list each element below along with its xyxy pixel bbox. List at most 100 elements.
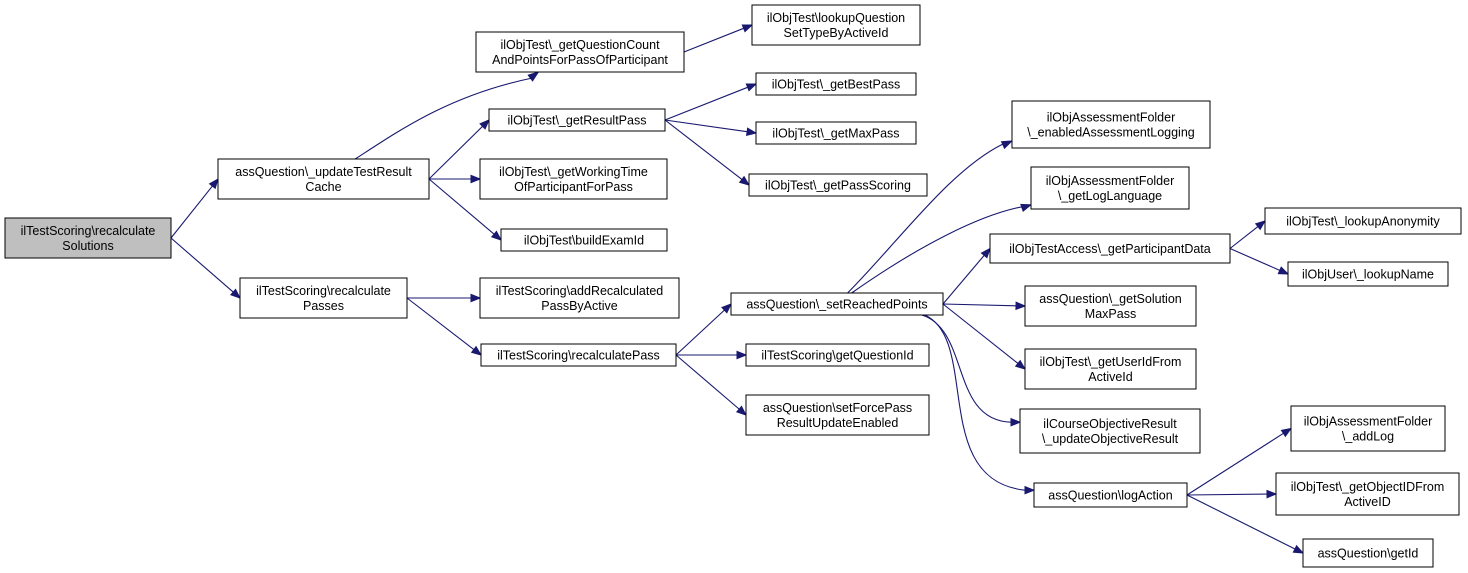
arrowhead-icon [1020,203,1033,213]
node-box [1264,207,1462,235]
node-pass-scoring[interactable]: ilObjTest\_getPassScoring [748,173,928,197]
node-label: assQuestion\_updateTestResult [235,165,412,179]
node-box [1011,100,1211,149]
edge-log-action-to-add-log [1186,432,1284,496]
node-box [239,277,408,319]
node-get-qid[interactable]: ilTestScoring\getQuestionId [745,343,930,367]
edges-layer [170,24,1305,554]
node-anon[interactable]: ilObjTest\_lookupAnonymity [1264,207,1462,235]
edge-reached-to-part-data [942,255,985,305]
node-working-time[interactable]: ilObjTest\_getWorkingTimeOfParticipantFo… [479,158,668,200]
node-max-pass[interactable]: ilObjTest\_getMaxPass [755,121,917,145]
edge-recalc-pass-to-force-pass [675,354,740,410]
node-label: ilObjTest\_getMaxPass [772,127,899,141]
node-label: ilObjAssessmentFolder [1047,111,1176,125]
arrowhead-icon [1277,266,1290,275]
node-exam-id[interactable]: ilObjTest\buildExamId [500,228,668,252]
edge-reached-to-enabled-log [847,143,1004,294]
node-label: ilObjAssessmentFolder [1304,415,1433,429]
edge-reached-to-course-obj [921,314,1012,423]
node-label: ilObjTest\_getResultPass [508,114,647,128]
node-box [1030,166,1190,210]
node-part-data[interactable]: ilObjTestAccess\_getParticipantData [989,233,1231,264]
node-box [4,217,172,259]
edge-recalc-pass-to-reached [675,309,725,356]
node-label: ActiveId [1088,370,1133,384]
arrowhead-icon [738,175,751,186]
arrowhead-icon [1254,220,1267,231]
edge-update-cache-to-result-pass [428,125,483,180]
node-course-obj[interactable]: ilCourseObjectiveResult\_updateObjective… [1019,408,1201,454]
node-label: Cache [305,180,341,194]
node-box [748,173,928,197]
arrowhead-icon [470,174,482,184]
node-box [1033,482,1188,508]
node-box [755,72,917,96]
node-label: ilObjTest\_getUserIdFrom [1040,355,1182,369]
node-label: ilObjTest\_lookupAnonymity [1286,215,1440,229]
node-label: ilTestScoring\recalculate [256,284,391,298]
node-reached[interactable]: assQuestion\_setReachedPoints [730,292,944,316]
node-enabled-log[interactable]: ilObjAssessmentFolder\_enabledAssessment… [1011,100,1211,149]
node-box [479,277,680,319]
node-add-recalc[interactable]: ilTestScoring\addRecalculatedPassByActiv… [479,277,680,319]
node-label: \_getLogLanguage [1058,189,1162,203]
arrowhead-icon [745,83,758,92]
node-box [217,158,430,200]
node-box [1024,348,1197,390]
node-label: assQuestion\_getSolution [1039,292,1182,306]
node-label: ilObjTest\lookupQuestion [767,11,905,25]
node-label: SetTypeByActiveId [784,26,889,40]
edge-part-data-to-lookup-name [1229,247,1280,271]
node-q-count[interactable]: ilObjTest\_getQuestionCountAndPointsForP… [475,31,685,73]
arrowhead-icon [470,345,483,356]
node-label: \_enabledAssessmentLogging [1027,126,1195,140]
edge-result-pass-to-best-pass [664,86,748,121]
arrowhead-icon [208,177,219,190]
node-label: ResultUpdateEnabled [777,416,899,430]
node-box [488,108,666,132]
node-label: ilObjTest\_getPassScoring [765,179,911,193]
node-box [1024,285,1197,327]
edge-reached-to-log-lang [851,206,1023,294]
node-lookup-name[interactable]: ilObjUser\_lookupName [1287,261,1449,287]
node-log-action[interactable]: assQuestion\logAction [1033,482,1188,508]
edge-q-count-to-lookup-q [683,27,744,53]
arrowhead-icon [1015,301,1027,311]
node-box [730,292,944,316]
edge-result-pass-to-max-pass [664,119,748,133]
node-lookup-q[interactable]: ilObjTest\lookupQuestionSetTypeByActiveI… [751,4,921,46]
node-box [475,31,685,73]
node-box [751,4,921,46]
node-result-pass[interactable]: ilObjTest\_getResultPass [488,108,666,132]
node-box [480,343,677,367]
node-label: assQuestion\getId [1318,547,1419,561]
node-label: ActiveID [1344,495,1391,509]
node-label: Passes [303,299,344,313]
arrowhead-icon [736,350,748,360]
node-recalc-pass[interactable]: ilTestScoring\recalculatePass [480,343,677,367]
edge-reached-to-sol-max [942,303,1017,307]
node-label: ilObjTest\_getQuestionCount [500,38,660,52]
node-best-pass[interactable]: ilObjTest\_getBestPass [755,72,917,96]
edge-recalc-passes-to-recalc-pass [406,297,475,350]
node-force-pass[interactable]: assQuestion\setForcePassResultUpdateEnab… [745,394,930,436]
node-label: \_addLog [1342,430,1394,444]
arrowhead-icon [1280,427,1293,438]
node-get-id[interactable]: assQuestion\getId [1302,538,1434,568]
node-box [1275,472,1460,516]
node-add-log[interactable]: ilObjAssessmentFolder\_addLog [1290,405,1446,452]
edge-root-to-recalc-passes [170,237,234,293]
node-label: ilTestScoring\addRecalculated [496,284,664,298]
node-label: ilObjUser\_lookupName [1302,268,1434,282]
node-label: ilObjTest\_getWorkingTime [499,165,648,179]
node-log-lang[interactable]: ilObjAssessmentFolder\_getLogLanguage [1030,166,1190,210]
node-label: OfParticipantForPass [514,180,633,194]
